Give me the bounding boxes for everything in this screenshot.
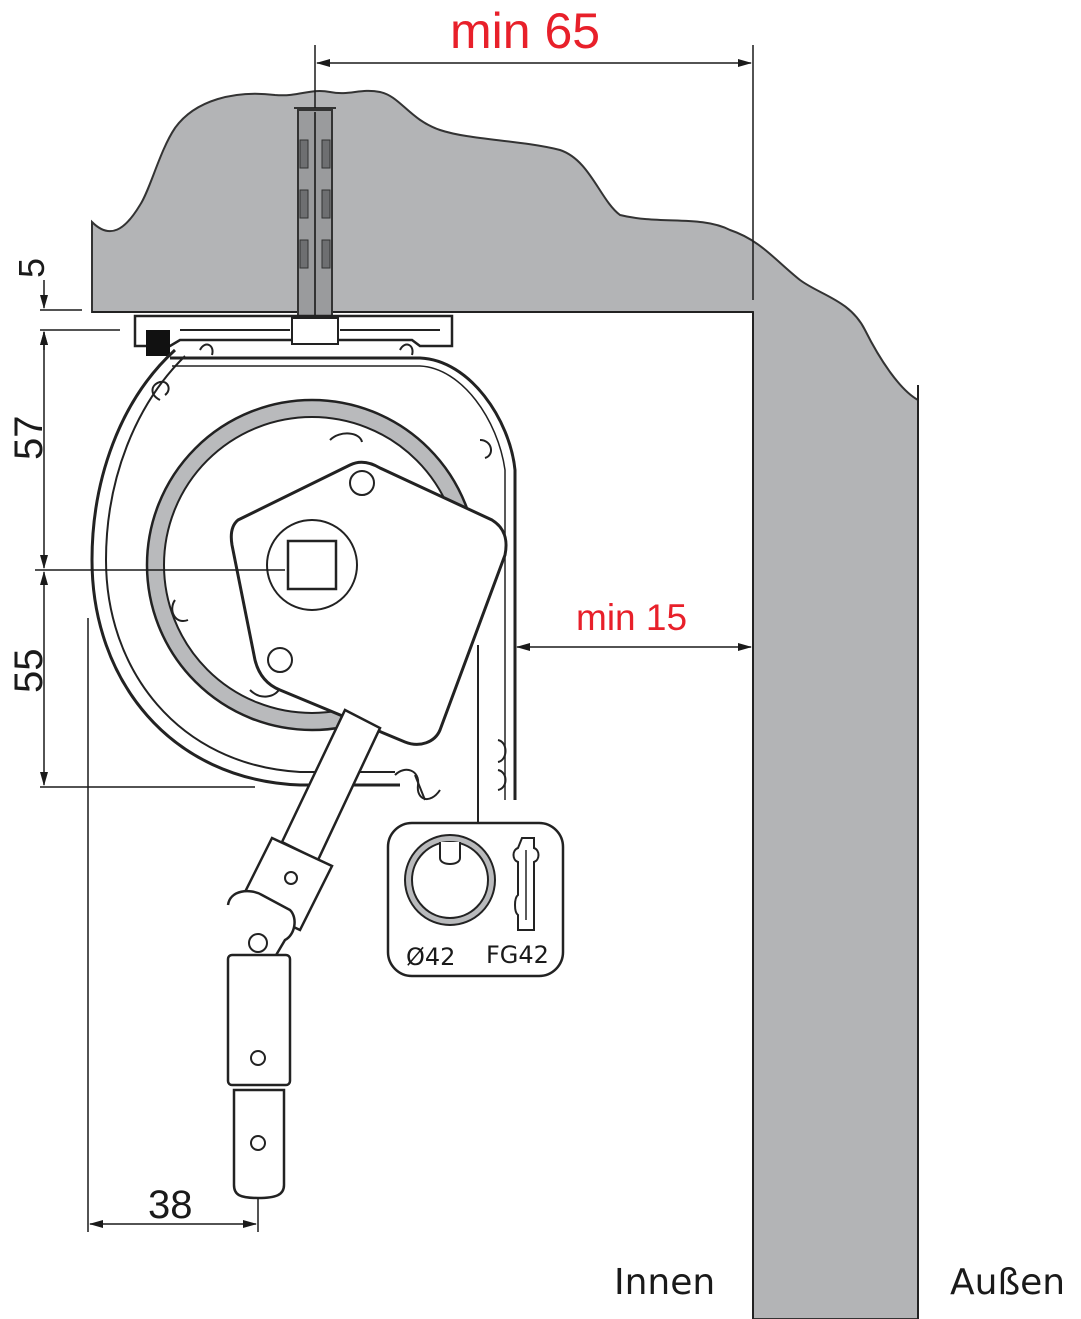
crank-arm	[226, 708, 382, 1200]
wall-plug	[294, 107, 336, 321]
mounting-bracket	[133, 314, 454, 356]
dim-5-label: 5	[11, 258, 52, 278]
gearbox-plate	[229, 460, 508, 746]
profile-label: FG42	[486, 941, 549, 969]
tube-diameter-label: Ø42	[406, 943, 455, 971]
wall-ceiling	[91, 89, 919, 1319]
dim-55-label: 55	[7, 649, 51, 694]
dim-57-label: 57	[7, 416, 51, 461]
inside-label: Innen	[614, 1262, 715, 1303]
tube-profile-inset: Ø42 FG42	[386, 645, 565, 978]
outside-label: Außen	[950, 1262, 1065, 1303]
min-15-label: min 15	[576, 597, 687, 638]
dim-38-label: 38	[148, 1183, 193, 1227]
dimension-38: 38	[87, 618, 259, 1232]
cassette-housing	[90, 348, 517, 801]
min-65-label: min 65	[450, 3, 600, 59]
dimension-vertical: 5 57 55	[7, 258, 285, 788]
dimension-min-65: min 65	[314, 3, 754, 300]
dimension-min-15: min 15	[516, 597, 752, 651]
